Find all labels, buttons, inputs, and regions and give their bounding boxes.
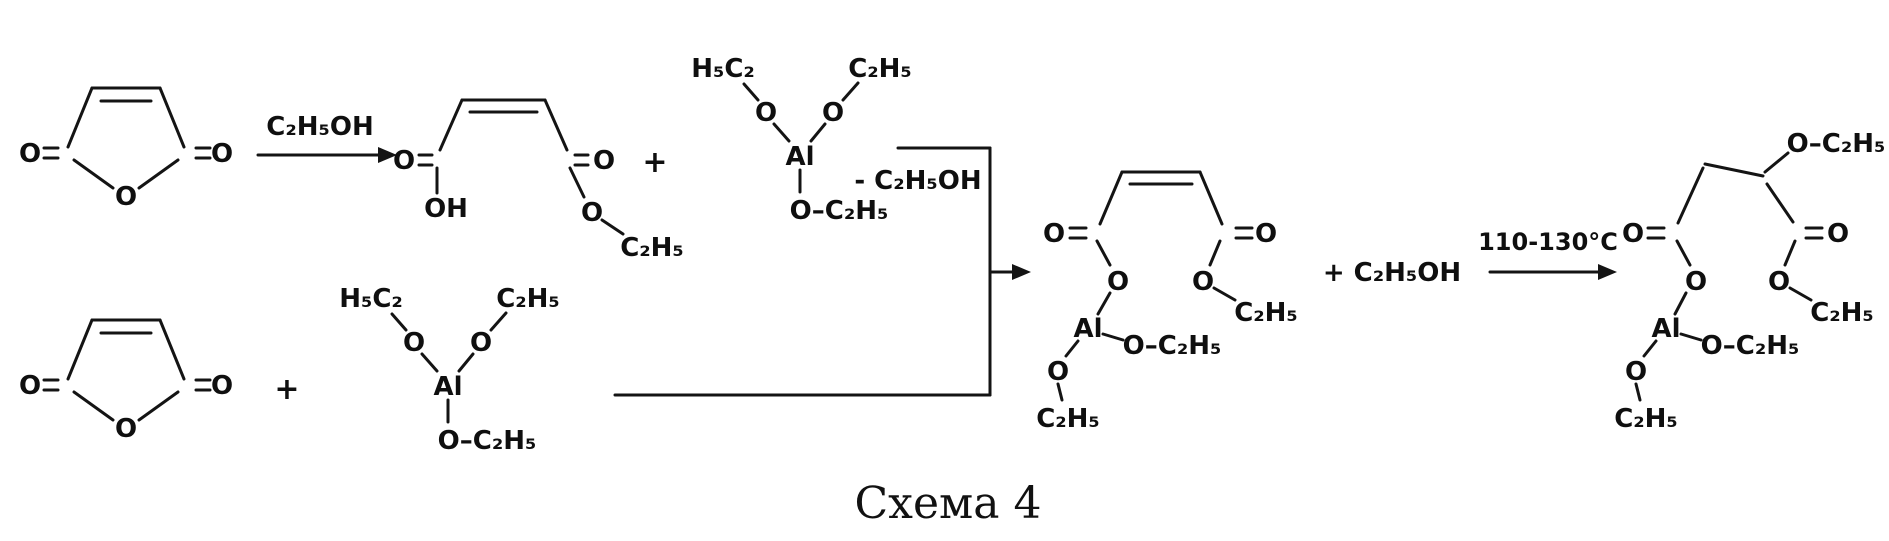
maleic-anhydride-top: O O O (19, 86, 233, 212)
atom-label-Al: Al (433, 372, 462, 402)
maleic-anhydride-bottom: O O O (19, 318, 233, 444)
merge-bracket: - C₂H₅OH (613, 146, 1031, 397)
atom-label-C2H5: C₂H₅ (1234, 298, 1298, 328)
atom-label-O: O (19, 139, 41, 169)
maleic-anhydride-bottom-bonds (42, 318, 212, 422)
scheme-caption: Схема 4 (855, 478, 1042, 529)
atom-label-O: O (1622, 219, 1644, 249)
aluminum-triethoxide-bottom: H₅C₂ O O C₂H₅ Al O–C₂H₅ (339, 284, 560, 456)
arrowhead-icon (378, 147, 397, 163)
atom-label-O-C2H5: O–C₂H₅ (1123, 331, 1222, 361)
atom-label-C2H5: C₂H₅ (620, 233, 684, 263)
atom-label-O: O (1043, 219, 1065, 249)
atom-label-O: O (822, 98, 844, 128)
label-minus-ethanol: - C₂H₅OH (854, 166, 981, 196)
atom-label-O: O (115, 182, 137, 212)
aluminum-triethoxide-bottom-bonds (390, 311, 508, 424)
atom-label-O-C2H5: O–C₂H₅ (790, 196, 889, 226)
atom-label-O: O (1255, 219, 1277, 249)
aluminum-maleate-intermediate-bonds (1056, 170, 1254, 402)
reaction-arrow-1: C₂H₅OH (256, 112, 397, 163)
arrowhead-icon (1012, 264, 1031, 280)
monoethyl-maleate: O OH O O C₂H₅ (393, 98, 684, 263)
atom-label-O: O (211, 371, 233, 401)
aluminum-triethoxide-top-bonds (742, 81, 860, 194)
atom-label-H5C2: H₅C₂ (691, 54, 755, 84)
atom-label-O: O (1685, 267, 1707, 297)
atom-label-C2H5: C₂H₅ (1614, 404, 1678, 434)
label-plus-ethanol: + C₂H₅OH (1323, 258, 1461, 288)
atom-label-Al: Al (1073, 314, 1102, 344)
maleic-anhydride-top-bonds (42, 86, 212, 190)
label-temperature: 110-130°C (1478, 228, 1618, 256)
atom-label-O: O (403, 328, 425, 358)
atom-label-O: O (393, 146, 415, 176)
monoethyl-maleate-bonds (417, 98, 625, 236)
atom-label-O: O (1827, 219, 1849, 249)
atom-label-OH: OH (424, 194, 468, 224)
atom-label-O: O (1768, 267, 1790, 297)
atom-label-O: O (211, 139, 233, 169)
atom-label-O: O (1625, 357, 1647, 387)
atom-label-O: O (593, 146, 615, 176)
aluminum-maleate-intermediate: O O O O C₂H₅ Al O–C₂H₅ O C₂H₅ (1036, 170, 1298, 434)
atom-label-C2H5: C₂H₅ (1036, 404, 1100, 434)
reaction-arrow-2: 110-130°C (1478, 228, 1618, 280)
aluminum-ethoxysuccinate-product-bonds (1634, 151, 1824, 402)
arrowhead-icon (1598, 264, 1617, 280)
atom-label-C2H5: C₂H₅ (1810, 298, 1874, 328)
plus-sign-bottom: + (274, 372, 299, 407)
atom-label-O: O (19, 371, 41, 401)
atom-label-O: O (1047, 357, 1069, 387)
aluminum-triethoxide-top: H₅C₂ O O C₂H₅ Al O–C₂H₅ (691, 54, 912, 226)
atom-label-O-C2H5: O–C₂H₅ (438, 426, 537, 456)
atom-label-Al: Al (785, 142, 814, 172)
atom-label-H5C2: H₅C₂ (339, 284, 403, 314)
atom-label-Al: Al (1651, 314, 1680, 344)
atom-label-O: O (470, 328, 492, 358)
atom-label-O: O (115, 414, 137, 444)
atom-label-C2H5: C₂H₅ (848, 54, 912, 84)
atom-label-O: O (755, 98, 777, 128)
atom-label-O-C2H5: O–C₂H₅ (1787, 129, 1886, 159)
aluminum-ethoxysuccinate-product: O–C₂H₅ O O O O C₂H₅ Al O–C₂H₅ O C₂H₅ (1614, 129, 1885, 434)
label-ethanol: C₂H₅OH (266, 112, 373, 142)
merge-bracket-lines (613, 146, 1014, 397)
atom-label-C2H5: C₂H₅ (496, 284, 560, 314)
atom-label-O: O (581, 198, 603, 228)
atom-label-O: O (1107, 267, 1129, 297)
atom-label-O: O (1192, 267, 1214, 297)
atom-label-O-C2H5: O–C₂H₅ (1701, 331, 1800, 361)
plus-sign-top: + (642, 145, 667, 180)
